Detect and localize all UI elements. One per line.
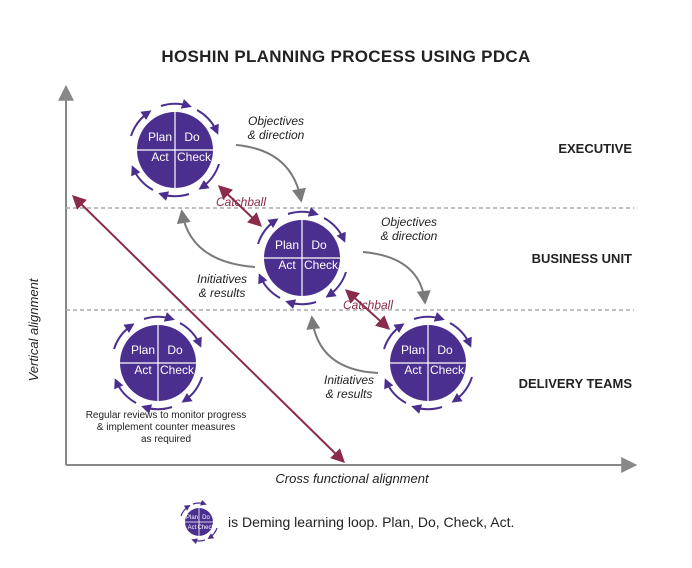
initiatives-arrow-2 (306, 315, 379, 374)
objectives-arrow-1 (235, 144, 306, 203)
tier-label-delivery-teams: DELIVERY TEAMS (519, 376, 633, 391)
pdca-circle-executive: Plan Do Act Check (130, 99, 220, 201)
results-label-2: & results (326, 387, 373, 401)
pdca-do: Do (184, 130, 200, 144)
pdca-circle-business-unit: Plan Do Act Check (257, 207, 347, 309)
pdca-plan: Plan (275, 238, 299, 252)
pdca-act: Act (151, 150, 169, 164)
review-note-line-1: Regular reviews to monitor progress (86, 410, 247, 421)
tier-label-business-unit: BUSINESS UNIT (532, 251, 632, 266)
pdca-check: Check (177, 150, 212, 164)
legend-pdca-check: Check (197, 525, 215, 531)
pdca-circle-review: Plan Do Act Check (113, 312, 203, 414)
review-note-line-3: as required (141, 434, 191, 445)
legend-text: is Deming learning loop. Plan, Do, Check… (228, 514, 514, 530)
horizontal-axis-label: Cross functional alignment (275, 471, 430, 486)
direction-label-1: & direction (248, 128, 305, 142)
legend-pdca-act: Act (188, 525, 197, 531)
pdca-check: Check (304, 258, 339, 272)
initiatives-label-1: Initiatives (197, 272, 247, 286)
pdca-act: Act (134, 363, 152, 377)
pdca-plan: Plan (131, 343, 155, 357)
pdca-act: Act (278, 258, 296, 272)
pdca-check: Check (160, 363, 195, 377)
pdca-plan: Plan (401, 343, 425, 357)
catchball-label-1: Catchball (216, 195, 266, 209)
diagram-title: HOSHIN PLANNING PROCESS USING PDCA (161, 47, 530, 66)
results-label-1: & results (199, 286, 246, 300)
pdca-do: Do (311, 238, 327, 252)
direction-label-2: & direction (381, 229, 438, 243)
legend-pdca-do: Do (202, 515, 210, 521)
initiatives-label-2: Initiatives (324, 373, 374, 387)
legend-pdca-icon: Plan Do Act Check (180, 499, 218, 545)
legend-pdca-plan: Plan (186, 515, 198, 521)
review-note-line-2: & implement counter measures (97, 422, 235, 433)
objectives-label-2: Objectives (381, 215, 437, 229)
objectives-arrow-2 (362, 251, 431, 305)
vertical-axis-label: Vertical alignment (26, 277, 41, 381)
catchball-label-2: Catchball (343, 298, 393, 312)
initiatives-arrow-1 (176, 209, 256, 268)
pdca-do: Do (437, 343, 453, 357)
pdca-plan: Plan (148, 130, 172, 144)
pdca-check: Check (430, 363, 465, 377)
pdca-do: Do (167, 343, 183, 357)
diagonal-alignment-arrow (72, 195, 345, 463)
pdca-circle-delivery-teams: Plan Do Act Check (383, 312, 473, 414)
tier-label-executive: EXECUTIVE (558, 141, 632, 156)
pdca-act: Act (404, 363, 422, 377)
objectives-label-1: Objectives (248, 114, 304, 128)
catchball-arrow-2 (344, 289, 391, 330)
catchball-arrow-1 (217, 185, 263, 227)
